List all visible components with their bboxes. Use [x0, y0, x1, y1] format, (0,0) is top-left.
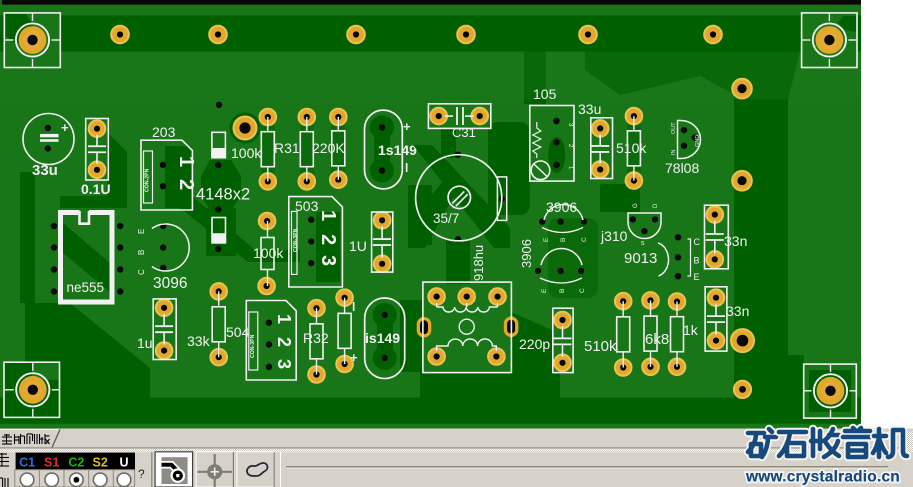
svg-text:1U: 1U [349, 238, 367, 254]
svg-text:CON-3PN: CON-3PN [250, 334, 256, 358]
svg-text:E: E [137, 229, 146, 234]
svg-text:www.crystalradio.cn: www.crystalradio.cn [745, 469, 900, 486]
svg-text:B: B [560, 238, 567, 242]
svg-text:503: 503 [295, 198, 319, 214]
svg-text:918hu: 918hu [471, 245, 486, 281]
svg-text:+: + [403, 119, 411, 134]
svg-text:3906: 3906 [546, 199, 577, 215]
svg-text:CON-3PN: CON-3PN [293, 228, 299, 252]
svg-text:s: s [641, 240, 645, 247]
svg-text:is149: is149 [365, 330, 400, 346]
svg-text:C: C [694, 237, 701, 247]
svg-text:78l08: 78l08 [665, 160, 699, 176]
svg-text:+: + [350, 350, 358, 365]
svg-text:6k8: 6k8 [645, 331, 669, 348]
svg-text:B: B [137, 250, 146, 255]
svg-text:l: l [352, 300, 355, 314]
svg-text:35/7: 35/7 [433, 211, 459, 226]
svg-text:CON-2PN: CON-2PN [144, 168, 150, 192]
svg-text:C: C [581, 237, 588, 242]
svg-text:1: 1 [274, 314, 294, 324]
svg-text:B: B [559, 289, 566, 293]
svg-text:1: 1 [175, 156, 197, 167]
svg-text:510k: 510k [616, 140, 647, 156]
svg-text:D: D [653, 203, 659, 208]
svg-text:33u: 33u [578, 101, 601, 117]
svg-text:2: 2 [274, 337, 294, 347]
svg-text:3: 3 [317, 255, 339, 266]
svg-text:105: 105 [533, 86, 557, 102]
svg-text:33k: 33k [187, 333, 211, 349]
svg-text:100k: 100k [253, 245, 284, 261]
svg-text:C2: C2 [68, 455, 84, 469]
svg-text:1u: 1u [137, 335, 153, 351]
svg-text:510k: 510k [584, 338, 617, 355]
svg-text:OUT: OUT [671, 122, 677, 134]
svg-text:C1: C1 [19, 455, 35, 469]
svg-text:l: l [405, 161, 408, 175]
svg-text:ne555: ne555 [67, 280, 105, 295]
svg-text:R32: R32 [303, 330, 329, 346]
svg-text:E: E [541, 288, 548, 293]
svg-text:0.1U: 0.1U [81, 181, 111, 197]
svg-text:100k: 100k [231, 145, 262, 161]
svg-text:j310: j310 [600, 228, 628, 244]
svg-text:G: G [633, 203, 639, 208]
svg-text:GND: GND [695, 135, 701, 147]
svg-text:E: E [694, 272, 700, 282]
svg-text:504: 504 [226, 324, 250, 340]
svg-text:+: + [61, 120, 69, 135]
svg-text:S2: S2 [93, 455, 108, 469]
svg-text:1: 1 [317, 210, 339, 221]
svg-text:R31: R31 [274, 140, 300, 156]
svg-text:2: 2 [317, 234, 339, 245]
svg-text:IN: IN [671, 149, 677, 155]
svg-text:33u: 33u [32, 162, 58, 179]
svg-text:33n: 33n [724, 233, 747, 249]
svg-text:B: B [694, 256, 700, 266]
svg-text:1k: 1k [683, 322, 699, 338]
svg-text:3096: 3096 [153, 275, 187, 292]
svg-text:C: C [579, 288, 586, 293]
svg-text:33n: 33n [726, 303, 749, 319]
svg-text:220K: 220K [312, 140, 345, 156]
svg-text:3: 3 [567, 123, 573, 127]
svg-text:C31: C31 [452, 125, 476, 140]
svg-text:1s149: 1s149 [378, 142, 417, 158]
svg-text:3: 3 [274, 359, 294, 369]
svg-text:U: U [119, 455, 128, 469]
svg-text:E: E [543, 237, 550, 242]
svg-text:S1: S1 [44, 455, 59, 469]
svg-text:?: ? [138, 467, 145, 481]
svg-text:C: C [137, 269, 146, 275]
svg-text:203: 203 [152, 124, 176, 140]
svg-text:1: 1 [567, 166, 573, 170]
svg-text:220p: 220p [519, 336, 550, 352]
svg-text:www.crystalradio.cn: www.crystalradio.cn [745, 469, 900, 486]
svg-text:3906: 3906 [519, 239, 534, 268]
svg-text:9013: 9013 [624, 250, 657, 267]
svg-text:4148x2: 4148x2 [196, 186, 250, 204]
svg-text:2: 2 [175, 179, 197, 190]
svg-text:2: 2 [567, 144, 573, 148]
